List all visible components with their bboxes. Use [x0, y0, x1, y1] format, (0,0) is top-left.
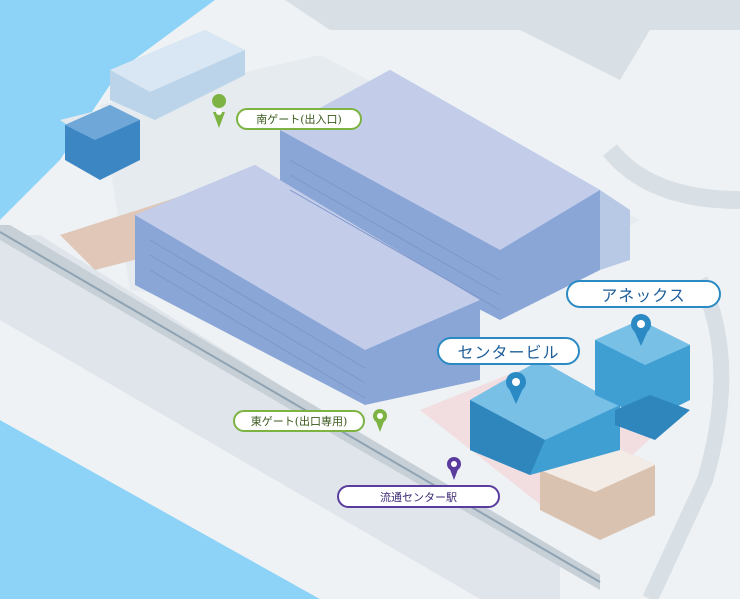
annex-label[interactable]: アネックス [566, 280, 721, 308]
station-label[interactable]: 流通センター駅 [337, 485, 500, 508]
water-north [0, 0, 215, 220]
map-pin-icon [212, 94, 227, 108]
rail-line [0, 231, 601, 583]
road-east-curve [602, 144, 740, 209]
annex-marker[interactable] [631, 314, 651, 346]
road-north [285, 0, 740, 80]
east-gate-label[interactable]: 東ゲート(出口専用) [233, 410, 365, 432]
center-building-label[interactable]: センタービル [437, 337, 580, 365]
station-marker[interactable] [447, 457, 461, 480]
east-gate-marker[interactable] [373, 409, 387, 432]
garage-south-roof [135, 165, 480, 350]
south-gate-label[interactable]: 南ゲート(出入口) [236, 108, 362, 130]
south-gate-marker[interactable] [212, 94, 227, 128]
center-building-marker[interactable] [506, 372, 526, 404]
